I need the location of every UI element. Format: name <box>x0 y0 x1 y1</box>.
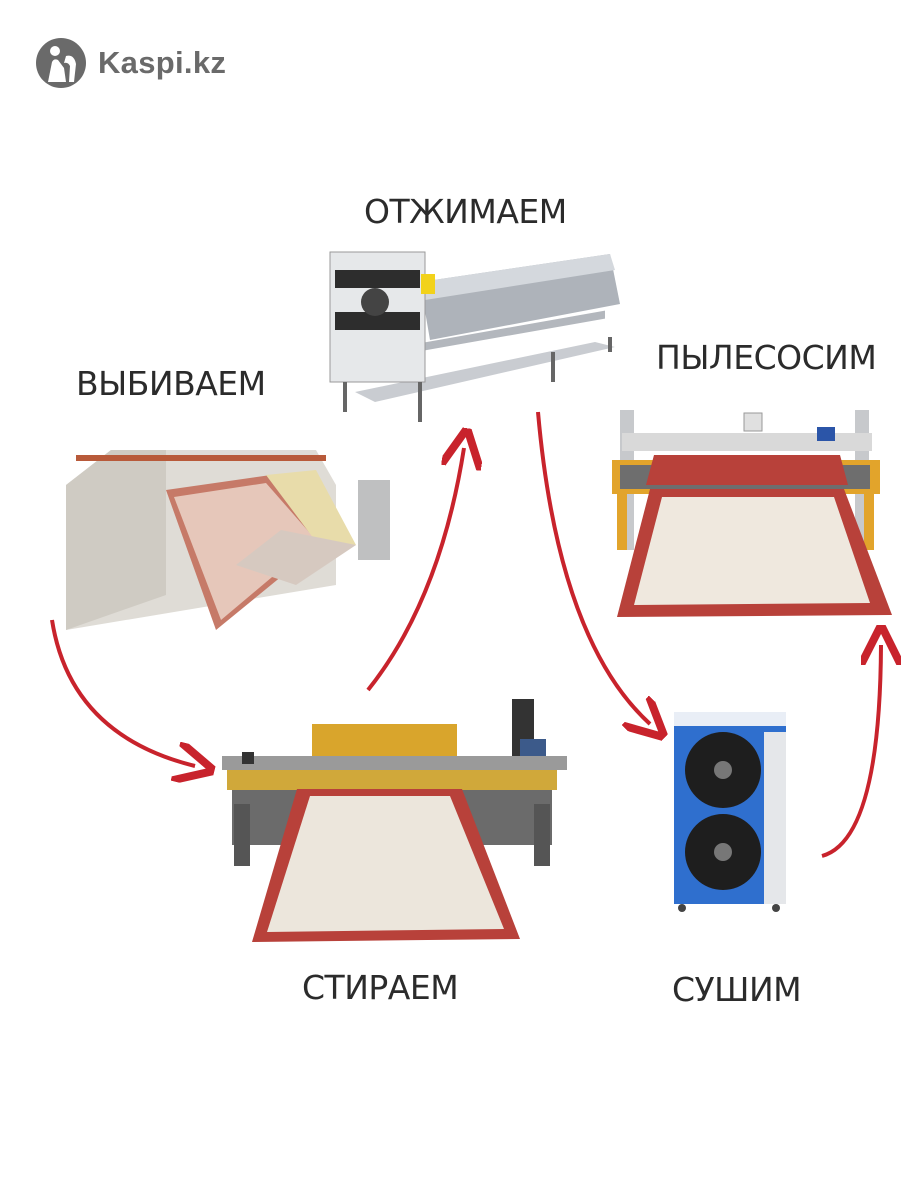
wringing-machine-icon <box>329 251 620 422</box>
beating-machine-icon <box>66 450 390 630</box>
label-vacuum: ПЫЛЕСОСИМ <box>656 338 877 377</box>
label-wring: ОТЖИМАЕМ <box>364 192 567 231</box>
arrow-wring-to-dry <box>536 411 650 724</box>
washing-machine-icon <box>222 699 567 942</box>
arrow-beat-to-wash <box>50 619 195 766</box>
brand: Kaspi.kz <box>36 38 226 88</box>
label-beat: ВЫБИВАЕМ <box>76 364 266 403</box>
label-wash: СТИРАЕМ <box>302 968 459 1007</box>
vacuum-machine-icon <box>612 410 892 617</box>
arrow-wash-to-wring <box>366 448 464 692</box>
label-dry: СУШИМ <box>672 970 802 1009</box>
kaspi-logo-icon <box>36 38 86 88</box>
drying-cabinet-icon <box>674 712 786 912</box>
arrow-dry-to-vacuum <box>821 645 881 858</box>
brand-name: Kaspi.kz <box>98 45 227 80</box>
